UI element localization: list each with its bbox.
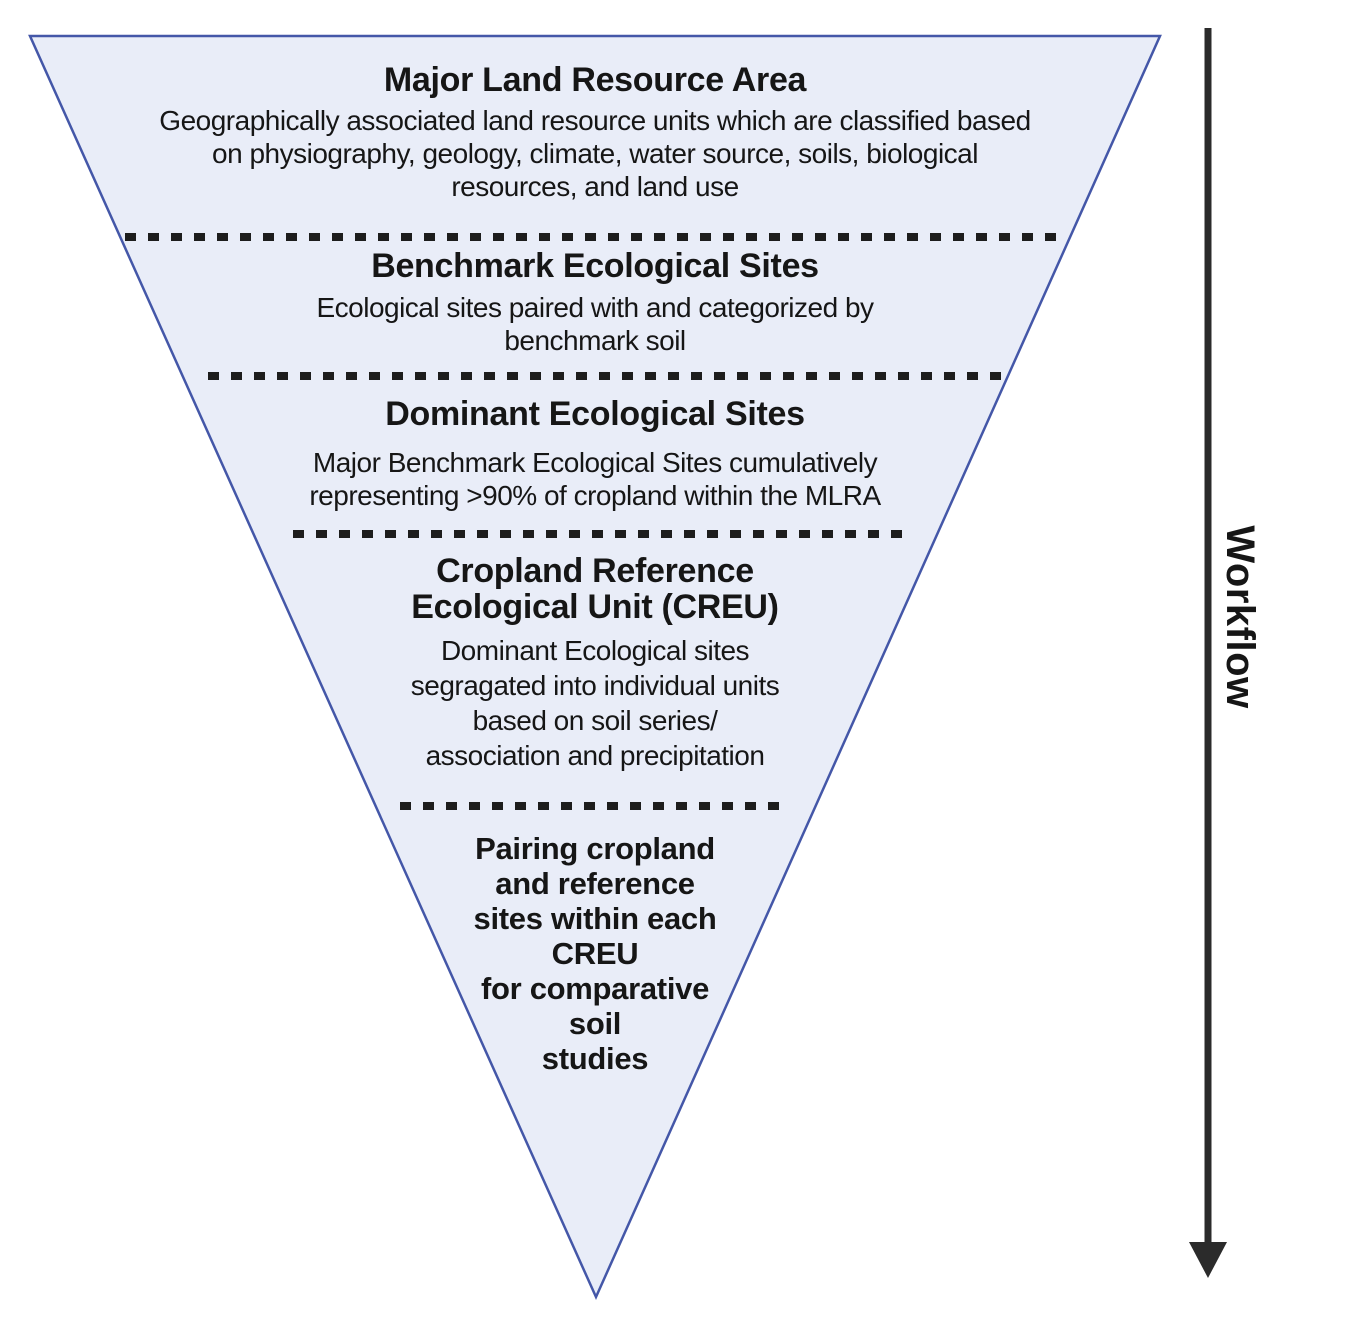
funnel-shape [28, 34, 1162, 1301]
workflow-axis-label: Workflow [1218, 525, 1262, 709]
section-2-title: Benchmark Ecological Sites [371, 247, 819, 285]
workflow-arrow-down-icon [1189, 1242, 1227, 1278]
section-1-title: Major Land Resource Area [383, 61, 807, 99]
section-2-description: Ecological sites paired with and categor… [316, 292, 874, 356]
section-3-title: Dominant Ecological Sites [385, 395, 805, 433]
section-4-description: Dominant Ecological sites segragated int… [410, 635, 780, 771]
section-3-description: Major Benchmark Ecological Sites cumulat… [309, 447, 881, 511]
section-1-description: Geographically associated land resource … [159, 105, 1031, 202]
section-5-title: Pairing cropland and reference sites wit… [473, 831, 717, 1076]
section-4-title: Cropland Reference Ecological Unit (CREU… [411, 552, 779, 626]
